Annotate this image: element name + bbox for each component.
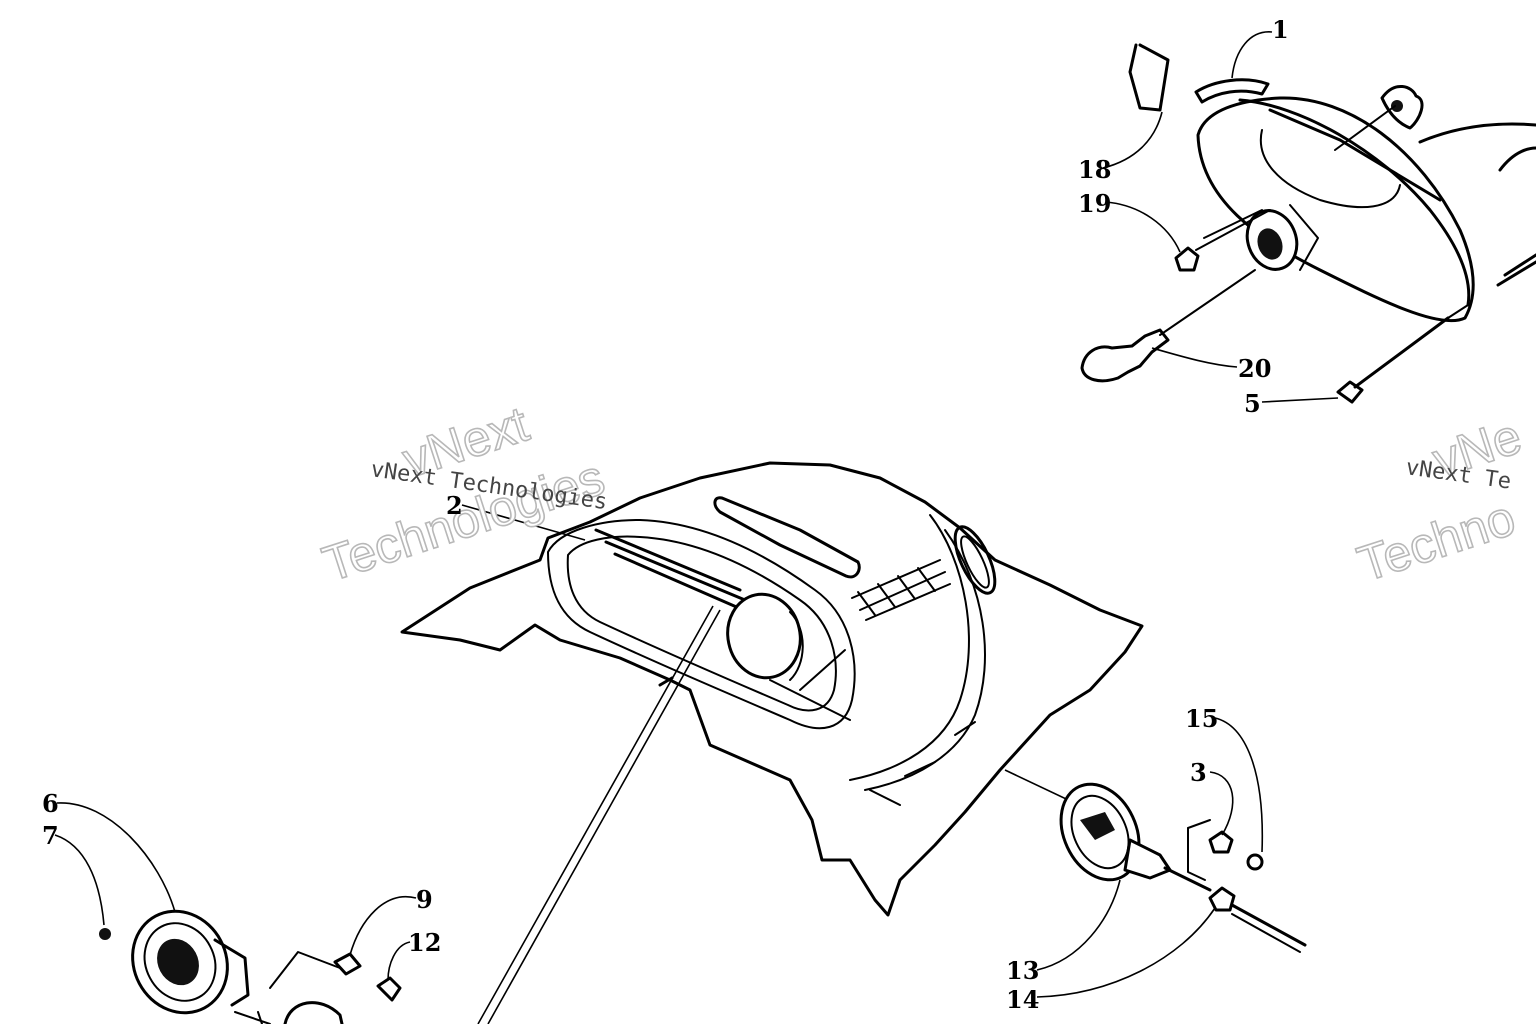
watermark-line-technologies-right: Techno	[1351, 489, 1522, 592]
callout-19: 19	[1078, 189, 1111, 218]
hood-console-part	[400, 461, 1144, 917]
callout-labels: 1 18 19 20 5 2 15 3 13 14 6 7 9 12	[42, 15, 1289, 1014]
callout-1: 1	[1272, 15, 1289, 44]
watermark-right: vNe Techno vNext Te	[1350, 407, 1528, 593]
callout-2: 2	[446, 491, 463, 520]
leader-hood-gauge	[487, 609, 721, 1024]
clip-part	[1194, 78, 1270, 104]
bulb-part	[1080, 328, 1170, 383]
callout-15: 15	[1185, 704, 1218, 733]
callout-18: 18	[1078, 155, 1111, 184]
leader-lines	[54, 31, 1339, 998]
gauge-assembly	[99, 909, 402, 1024]
grill-mesh	[851, 559, 951, 621]
wire-spring-part	[1128, 43, 1170, 112]
callout-13: 13	[1006, 956, 1039, 985]
callout-3: 3	[1190, 758, 1207, 787]
callout-9: 9	[416, 885, 433, 914]
callout-6: 6	[42, 789, 59, 818]
watermark-line-vnext-right: vNe	[1426, 408, 1528, 489]
callout-12: 12	[408, 928, 441, 957]
callout-5: 5	[1244, 389, 1261, 418]
callout-20: 20	[1238, 354, 1271, 383]
callout-14: 14	[1006, 985, 1039, 1014]
callout-7: 7	[42, 821, 59, 850]
headlight-assembly	[1080, 43, 1536, 404]
tail-lamp-assembly	[1004, 769, 1307, 953]
